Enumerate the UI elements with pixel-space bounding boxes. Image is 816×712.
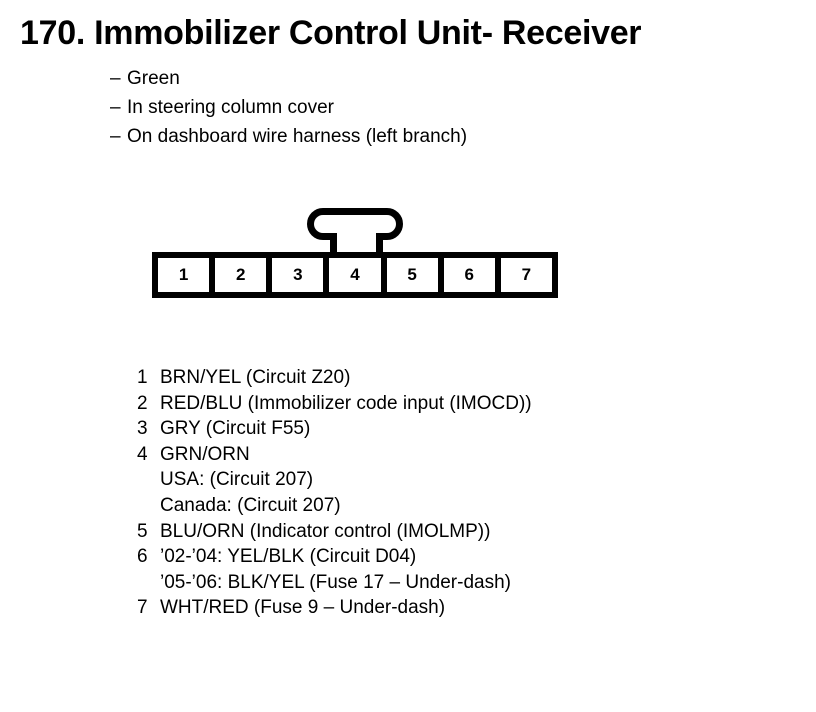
pin-cell-6: 6 <box>443 258 501 292</box>
pin-description: GRY (Circuit F55) <box>160 418 311 440</box>
pin-legend-item: 5 BLU/ORN (Indicator control (IMOLMP)) <box>137 519 532 545</box>
pin-number: 6 <box>137 546 148 568</box>
note-text: On dashboard wire harness (left branch) <box>127 126 468 147</box>
pin-cell-2: 2 <box>215 258 273 292</box>
note-item: – On dashboard wire harness (left branch… <box>110 122 467 151</box>
pin-number: 2 <box>137 392 148 414</box>
locking-tab-neck-gap <box>337 230 376 240</box>
pin-description: RED/BLU (Immobilizer code input (IMOCD)) <box>160 392 532 414</box>
note-text: Green <box>127 68 180 89</box>
pin-cell-7: 7 <box>500 258 552 292</box>
connector-diagram: 1 2 3 4 5 6 7 <box>152 208 558 298</box>
dash-icon: – <box>110 68 121 89</box>
notes-list: – Green – In steering column cover – On … <box>110 64 467 151</box>
pin-legend-item: 1 BRN/YEL (Circuit Z20) <box>137 365 532 391</box>
pin-cell-1: 1 <box>158 258 216 292</box>
dash-icon: – <box>110 97 121 118</box>
pin-legend-item: 7 WHT/RED (Fuse 9 – Under-dash) <box>137 595 532 621</box>
note-item: – Green <box>110 64 467 93</box>
pin-legend-item: 3 GRY (Circuit F55) <box>137 416 532 442</box>
dash-icon: – <box>110 126 121 147</box>
pin-cell-5: 5 <box>386 258 444 292</box>
locking-tab-neck-right <box>376 232 383 256</box>
locking-tab-neck-left <box>330 232 337 256</box>
note-text: In steering column cover <box>127 97 334 118</box>
pin-description: BRN/YEL (Circuit Z20) <box>160 367 351 388</box>
pin-legend-item: 4 GRN/ORN <box>137 442 532 468</box>
pin-legend-item: 2 RED/BLU (Immobilizer code input (IMOCD… <box>137 391 532 417</box>
pin-strip: 1 2 3 4 5 6 7 <box>152 252 558 298</box>
pin-description-subline: USA: (Circuit 207) <box>160 469 314 491</box>
pin-number: 7 <box>137 597 148 619</box>
page-title: 170. Immobilizer Control Unit- Receiver <box>20 14 642 52</box>
pin-description: BLU/ORN (Indicator control (IMOLMP)) <box>160 520 491 542</box>
pin-cell-4: 4 <box>329 258 387 292</box>
pin-legend-list: 1 BRN/YEL (Circuit Z20) 2 RED/BLU (Immob… <box>137 365 532 621</box>
pin-number: 1 <box>137 367 148 388</box>
note-item: – In steering column cover <box>110 93 467 122</box>
pin-number: 4 <box>137 443 148 465</box>
pin-description-subline: Canada: (Circuit 207) <box>160 494 341 516</box>
pin-description: WHT/RED (Fuse 9 – Under-dash) <box>160 597 446 619</box>
pin-description: GRN/ORN <box>160 443 250 465</box>
pin-cell-3: 3 <box>272 258 330 292</box>
pin-legend-item: 6 ’02-’04: YEL/BLK (Circuit D04) <box>137 544 532 570</box>
pin-number: 3 <box>137 418 148 440</box>
pin-number: 5 <box>137 520 148 542</box>
pin-description-subline: ’05-’06: BLK/YEL (Fuse 17 – Under-dash) <box>160 571 511 593</box>
pin-description: ’02-’04: YEL/BLK (Circuit D04) <box>160 546 417 568</box>
